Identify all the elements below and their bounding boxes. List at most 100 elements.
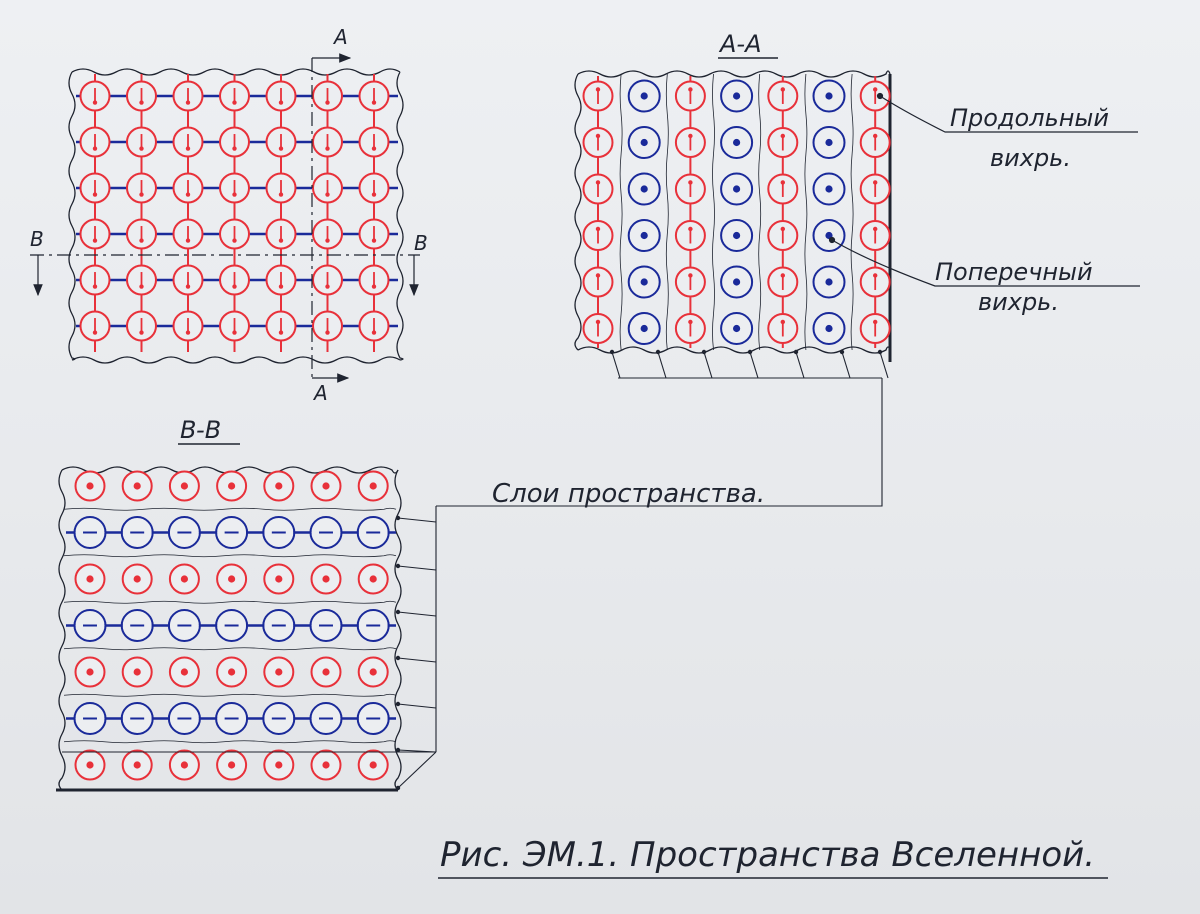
plan-wavy-border: [68, 68, 404, 364]
aa-layer-tick: [795, 351, 805, 379]
vortex-dot: [825, 324, 833, 333]
vortex-circle: [312, 264, 343, 296]
vortex-arrow-tip: [325, 192, 330, 197]
vortex-arrow-tip: [688, 226, 693, 232]
vortex-circle: [168, 749, 200, 781]
aa-layer-tick: [879, 351, 889, 379]
vortex-arrow-tip: [325, 330, 330, 335]
vortex-circle: [812, 219, 846, 252]
vortex-arrow-tip: [688, 319, 693, 325]
vortex-arrow-tip: [595, 273, 601, 278]
vortex-arrow-tip: [139, 284, 144, 289]
vortex-dot: [180, 668, 188, 676]
aa-layer-divider: [850, 73, 854, 351]
vortex-circle: [309, 609, 343, 642]
vortex-circle: [126, 264, 157, 296]
vortex-circle: [358, 126, 390, 158]
vortex-circle: [720, 219, 754, 252]
vortex-arrow-tip: [185, 192, 191, 197]
vortex-arrow-tip: [780, 133, 785, 139]
aa-layer-point: [701, 349, 707, 355]
aa-bottom-border: [577, 346, 891, 354]
bb-layer-point: [395, 515, 401, 521]
vortex-arrow-tip: [873, 180, 878, 185]
bb-layer-tick: [397, 611, 437, 617]
section-aa-outline: [574, 70, 892, 362]
vortex-circle: [216, 470, 248, 502]
vortex-circle: [167, 516, 201, 549]
vortex-circle: [263, 656, 295, 688]
vortex-circle: [582, 127, 614, 158]
vortex-arrow-tip: [371, 192, 377, 197]
vortex-circle: [120, 702, 154, 735]
vortex-dot: [369, 575, 377, 583]
vortex-circle: [720, 312, 754, 345]
vortex-dot: [640, 185, 648, 193]
vortex-circle: [627, 312, 661, 345]
vortex-arrow-tip: [232, 146, 237, 151]
vortex-circle: [126, 218, 157, 250]
vortex-arrow-tip: [780, 87, 785, 92]
vortex-dot: [133, 575, 141, 583]
vortex-circle: [767, 80, 799, 112]
vortex-arrow-tip: [371, 146, 377, 151]
vortex-circle: [265, 218, 297, 250]
vortex-dot: [228, 575, 236, 583]
vortex-dot: [228, 668, 236, 676]
vortex-circle: [720, 79, 754, 113]
vortex-circle: [219, 126, 250, 158]
vortex-arrow-tip: [325, 146, 330, 151]
vortex-circle: [310, 563, 342, 595]
vortex-circle: [219, 172, 250, 204]
vortex-arrow-tip: [139, 100, 144, 105]
vortex-circle: [312, 310, 343, 342]
vortex-dot: [275, 482, 283, 490]
vortex-circle: [309, 702, 343, 735]
aa-left-border: [574, 73, 582, 351]
vortex-circle: [216, 656, 248, 688]
vortex-circle: [172, 310, 204, 342]
vortex-circle: [172, 126, 204, 158]
aa-layer-point: [839, 349, 845, 355]
vortex-circle: [265, 264, 297, 296]
vortex-arrow-tip: [139, 330, 144, 335]
vortex-circle: [627, 126, 661, 159]
aa-layer-tick: [657, 351, 667, 379]
bb-layer-divider: [63, 554, 397, 558]
vortex-circle: [859, 173, 891, 205]
vortex-circle: [674, 220, 706, 251]
vortex-arrow-tip: [278, 192, 284, 197]
vortex-circle: [262, 609, 296, 642]
vortex-circle: [172, 264, 204, 296]
vortex-circle: [219, 80, 250, 112]
vortex-arrow-tip: [185, 330, 191, 335]
aa-layer-tick: [611, 351, 621, 379]
vortex-circle: [219, 264, 250, 296]
vortex-arrow-tip: [371, 330, 377, 335]
vortex-circle: [216, 563, 248, 595]
vortex-arrow-tip: [595, 87, 601, 92]
bb-layer-point: [395, 563, 401, 569]
aa-layer-point: [609, 349, 615, 355]
bb-layer-point: [395, 785, 401, 791]
vortex-circle: [674, 80, 706, 112]
longitudinal-vortex-label-2: вихрь.: [990, 144, 1071, 172]
vortex-circle: [312, 80, 343, 112]
vortex-circle: [357, 470, 389, 502]
vortex-dot: [733, 324, 741, 333]
vortex-dot: [825, 278, 833, 286]
aa-layer-point: [655, 349, 661, 355]
section-aa-grid: [582, 73, 891, 351]
section-a-bottom-label: A: [312, 381, 328, 405]
vortex-circle: [126, 310, 157, 342]
bb-layer-divider: [63, 693, 397, 697]
vortex-arrow-tip: [92, 330, 98, 335]
vortex-arrow-tip: [688, 180, 693, 185]
vortex-arrow-tip: [232, 284, 237, 289]
section-aa-title: A-A: [718, 30, 762, 58]
aa-layer-point: [877, 349, 883, 355]
vortex-arrow-tip: [595, 319, 601, 325]
vortex-circle: [265, 80, 297, 112]
vortex-arrow-tip: [873, 226, 878, 232]
